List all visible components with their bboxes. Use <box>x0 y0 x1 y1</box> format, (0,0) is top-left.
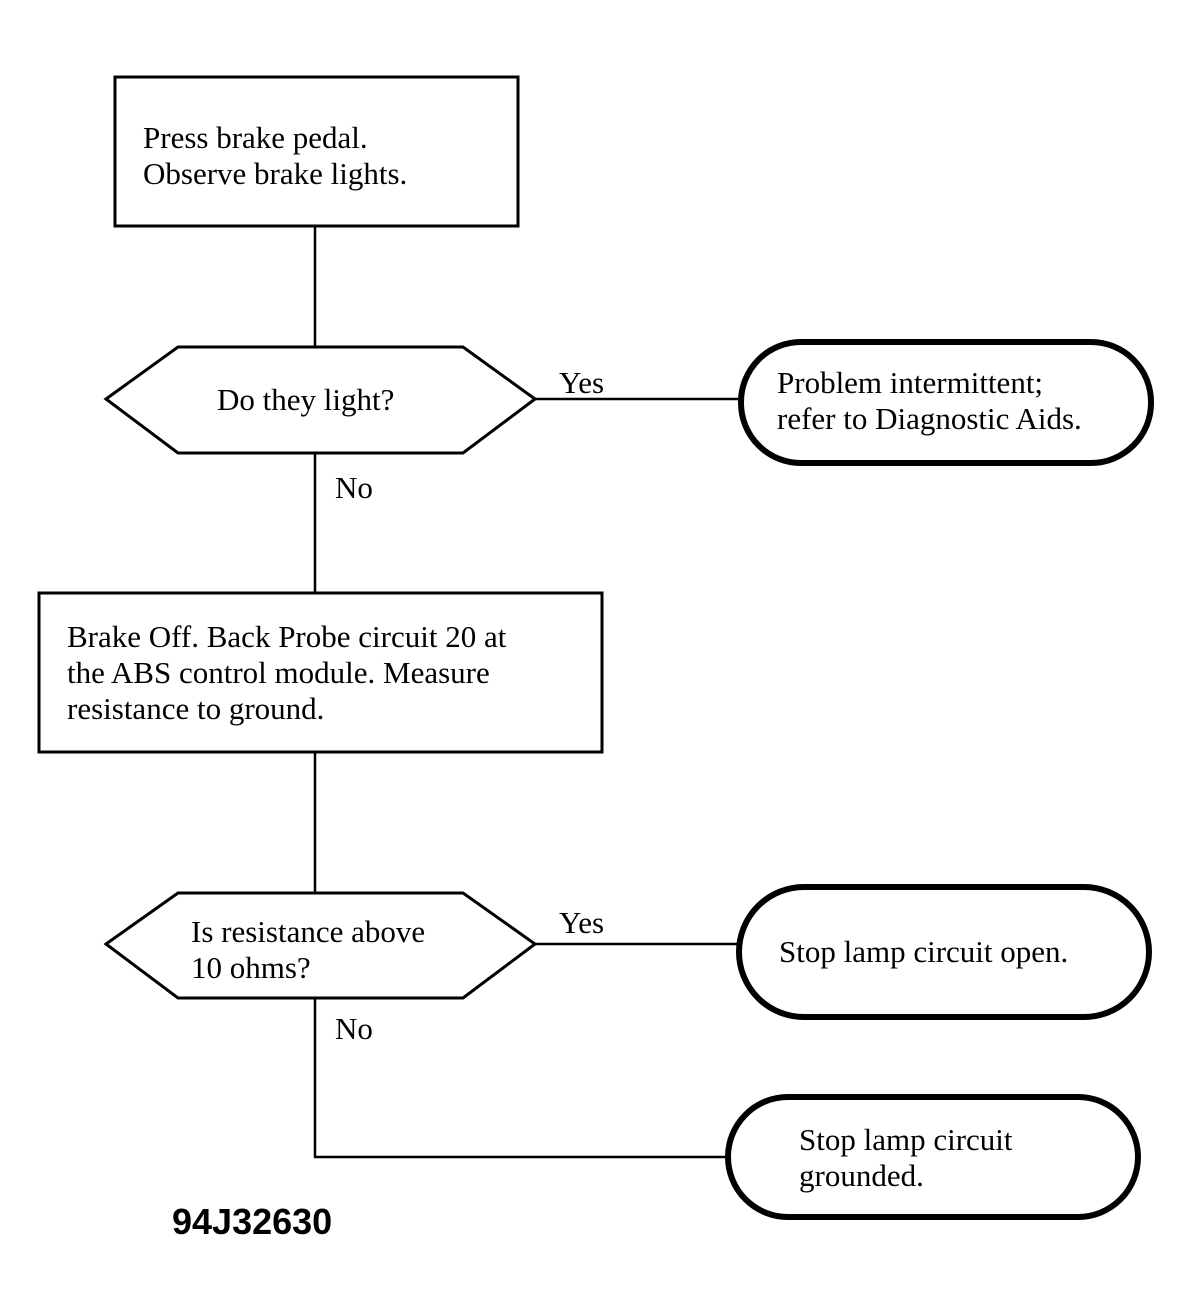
terminal-circuit-open: Stop lamp circuit open. <box>736 884 1152 1020</box>
terminal-circuit-grounded-shape <box>725 1094 1141 1220</box>
terminal-problem-intermittent-line2: refer to Diagnostic Aids. <box>777 401 1082 436</box>
terminal-problem-intermittent-line1: Problem intermittent; <box>777 365 1043 400</box>
step-press-brake-line2: Observe brake lights. <box>143 156 407 191</box>
step-brake-off-box <box>37 591 604 754</box>
edge-label-light-yes: Yes <box>559 365 604 400</box>
terminal-circuit-open-text: Stop lamp circuit open. <box>779 934 1068 969</box>
terminal-problem-intermittent-shape <box>738 339 1154 466</box>
terminal-circuit-open-shape <box>736 884 1152 1020</box>
step-brake-off-line1: Brake Off. Back Probe circuit 20 at <box>67 619 507 654</box>
step-press-brake-line1: Press brake pedal. <box>143 120 368 155</box>
connector-resistance-no <box>313 998 728 1159</box>
decision-resistance-above-line2: 10 ohms? <box>191 950 311 985</box>
edge-label-resistance-no: No <box>335 1011 373 1046</box>
edge-label-resistance-yes: Yes <box>559 905 604 940</box>
decision-do-they-light-shape <box>103 345 538 455</box>
terminal-problem-intermittent: Problem intermittent; refer to Diagnosti… <box>738 339 1154 466</box>
decision-do-they-light-text: Do they light? <box>217 382 394 417</box>
terminal-circuit-grounded-line1: Stop lamp circuit <box>799 1122 1013 1157</box>
step-press-brake: Press brake pedal. Observe brake lights. <box>113 75 520 228</box>
edge-label-light-no: No <box>335 470 373 505</box>
decision-resistance-above: Is resistance above 10 ohms? <box>103 891 538 1000</box>
step-brake-off-line3: resistance to ground. <box>67 691 324 726</box>
terminal-circuit-grounded: Stop lamp circuit grounded. <box>725 1094 1141 1220</box>
decision-resistance-above-line1: Is resistance above <box>191 914 425 949</box>
connectors <box>313 226 741 1159</box>
terminal-circuit-grounded-line2: grounded. <box>799 1158 924 1193</box>
decision-do-they-light: Do they light? <box>103 345 538 455</box>
step-press-brake-box <box>113 75 520 228</box>
step-brake-off-line2: the ABS control module. Measure <box>67 655 490 690</box>
figure-id: 94J32630 <box>172 1201 332 1242</box>
decision-resistance-above-shape <box>103 891 538 1000</box>
step-brake-off: Brake Off. Back Probe circuit 20 at the … <box>37 591 604 754</box>
